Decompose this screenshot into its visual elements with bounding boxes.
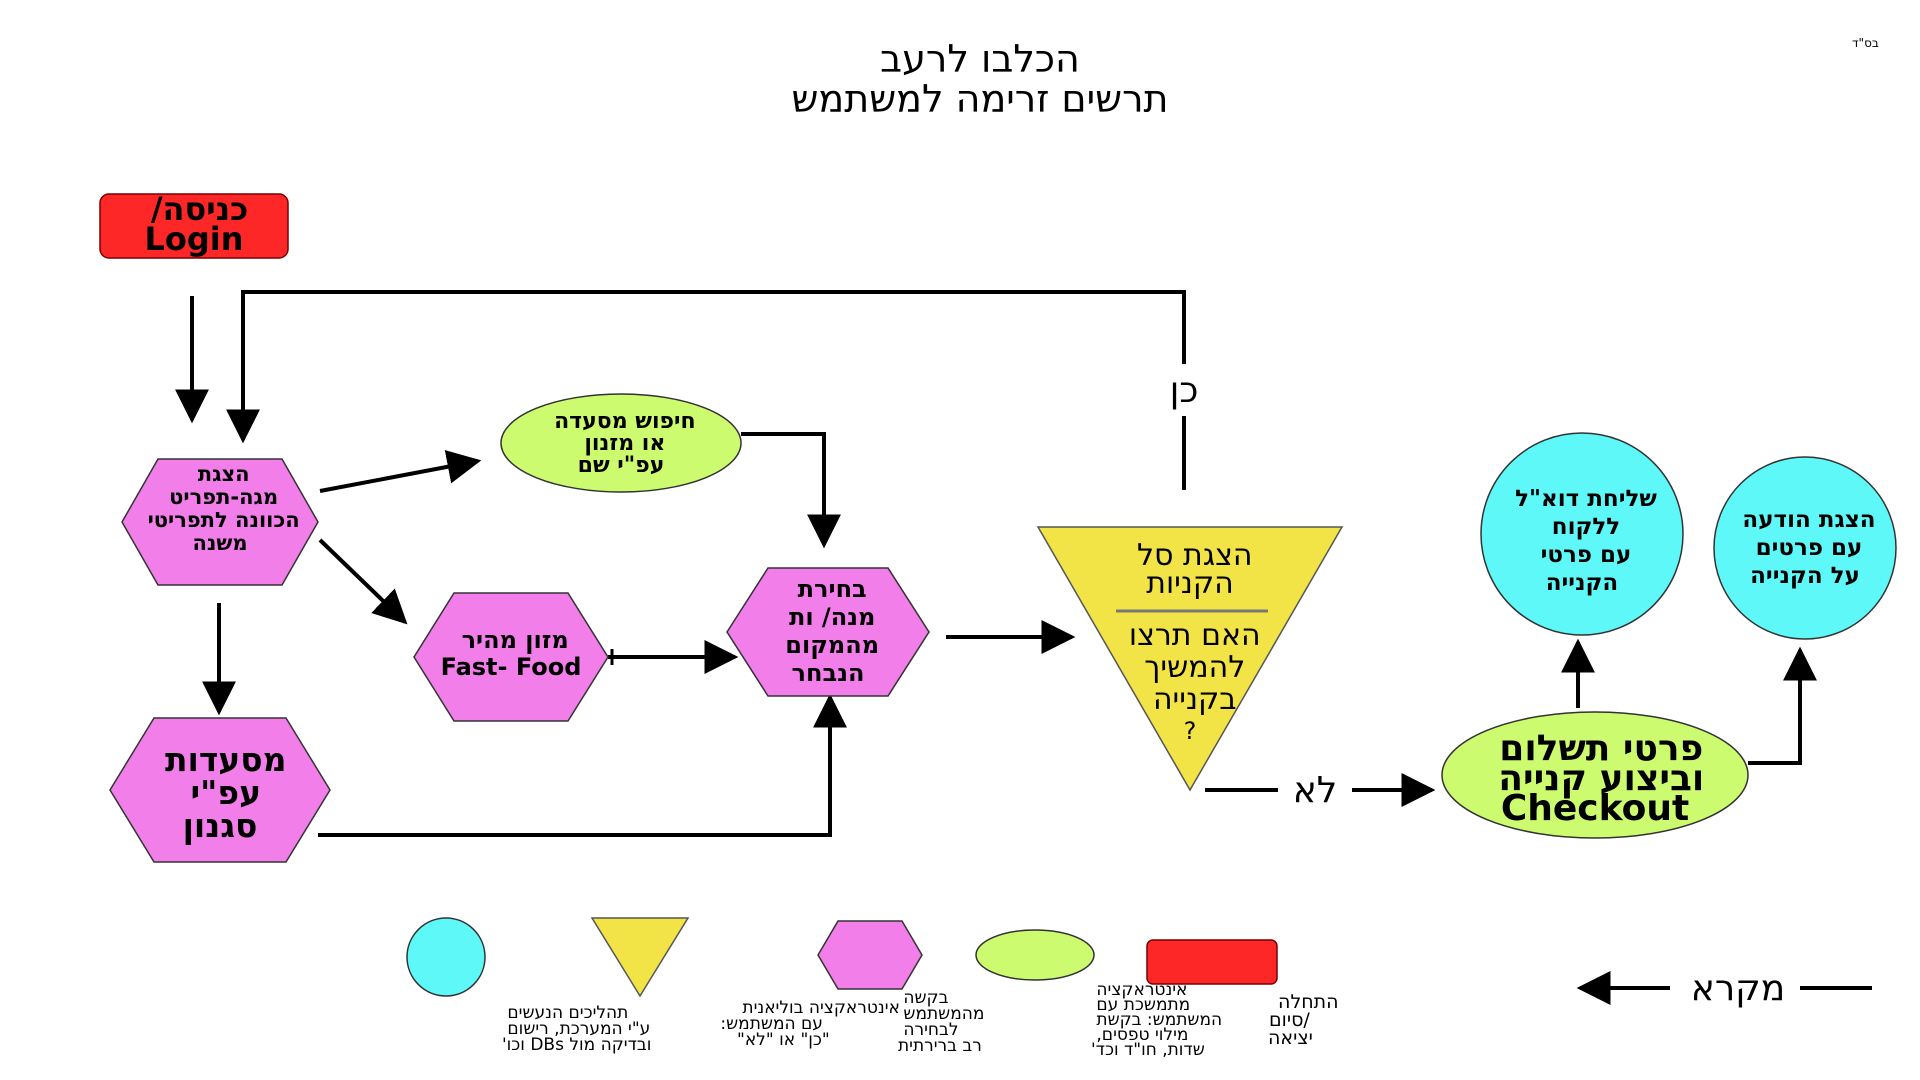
by-style-node[interactable]	[109, 717, 331, 863]
by-style-label-line: עפ"י	[190, 773, 261, 812]
choose-dish-label-line: מהמקום	[785, 631, 879, 659]
mega-menu-label: הצגת מגה-תפריט הכוונה לתפריטי משנה	[140, 462, 299, 555]
cart-question-line: ?	[1184, 717, 1197, 745]
search-label-line: עפ"י שם	[578, 453, 665, 478]
by-style-label-line: מסעדות	[165, 740, 287, 779]
legend-circle-line: ע"י המערכת, רישום	[507, 1019, 650, 1039]
legend-ellipse-line: אינטראקציה	[1096, 980, 1187, 1000]
legend-hexagon-line: לבחירה	[903, 1020, 958, 1040]
legend-triangle-line: אינטראקציה בוליאנית	[742, 998, 899, 1018]
checkout-label: פרטי תשלום וביצוע קנייה Checkout	[1486, 728, 1705, 829]
send-email-node[interactable]	[1480, 432, 1684, 636]
edge-search-to-dish	[741, 432, 841, 549]
mega-menu-node[interactable]	[121, 458, 319, 586]
legend-rect-text: התחלה /סיום יציאה	[1263, 991, 1339, 1049]
legend-ellipse-line: המשתמש: בקשת	[1096, 1010, 1222, 1030]
legend-hexagon-text: בקשה מהמשתמש לבחירה רב ברירתית	[898, 988, 984, 1056]
edge-style-to-dish	[318, 693, 847, 837]
legend-triangle-shape	[590, 917, 690, 998]
yes-label: כן	[1170, 370, 1199, 411]
cart-title-line: הקניות	[1146, 566, 1234, 601]
legend-hexagon-line: בקשה	[903, 988, 948, 1008]
send-email-label-line: שליחת דוא"ל	[1515, 486, 1657, 512]
by-style-label: מסעדות עפ"י סגנון	[153, 740, 286, 845]
cart-question-line: להמשיך	[1144, 650, 1245, 685]
search-label-line: או מזנון	[584, 431, 665, 456]
legend-triangle-text: אינטראקציה בוליאנית עם המשתמש: "כן" או "…	[715, 998, 900, 1050]
mega-menu-label-line: משנה	[192, 531, 247, 555]
diagram-title: הכלבו לרעב	[880, 37, 1080, 81]
legend-hexagon-shape	[817, 920, 923, 990]
show-message-label-line: עם פרטים	[1756, 535, 1863, 561]
show-message-node[interactable]	[1713, 456, 1897, 640]
cart-title-line: הצגת סל	[1137, 538, 1253, 573]
legend-ellipse-line: מתמשכת עם	[1096, 995, 1190, 1015]
legend-rect-shape	[1146, 939, 1278, 985]
corner-mark: בס"ד	[1852, 36, 1879, 50]
no-label: לא	[1293, 770, 1338, 811]
fast-food-node[interactable]	[413, 592, 609, 722]
legend-triangle-line: "כן" או "לא"	[737, 1030, 830, 1050]
choose-dish-label: בחירת מנה/ ות מהמקום הנבחר	[777, 575, 879, 687]
checkout-label-line: פרטי תשלום	[1499, 728, 1703, 769]
legend-rect-line: התחלה	[1278, 991, 1339, 1013]
cart-question-line: בקנייה	[1153, 682, 1237, 717]
legend-hexagon-line: רב ברירתית	[898, 1036, 982, 1056]
fast-food-label-line: Fast- Food	[441, 653, 582, 681]
diagram-subtitle: תרשים זרימה למשתמש	[792, 77, 1169, 121]
legend: מקרא תהליכים הנעשים ע"י המערכת, רישום וב…	[406, 917, 1785, 1060]
login-label: כניסה/ Login	[140, 190, 249, 258]
cart-question-line: האם תרצו	[1129, 618, 1261, 653]
choose-dish-label-line: בחירת	[798, 575, 867, 603]
send-email-label-line: עם פרטי	[1541, 542, 1632, 568]
legend-circle-shape	[406, 917, 486, 997]
mega-menu-label-line: הצגת	[198, 462, 250, 486]
send-email-label-line: הקנייה	[1546, 570, 1619, 596]
legend-circle-line: ובדיקה מול DBs וכו'	[502, 1035, 651, 1055]
send-email-label-line: ללקוח	[1552, 514, 1620, 540]
edge-menu-to-search	[319, 450, 482, 493]
cart-decision-node[interactable]	[1036, 526, 1344, 792]
by-style-label-line: סגנון	[183, 806, 258, 845]
show-message-label-line: על הקנייה	[1750, 563, 1860, 589]
cart-question-label: האם תרצו להמשיך בקנייה ?	[1119, 618, 1260, 745]
checkout-node[interactable]	[1441, 711, 1749, 839]
yes-label-bg	[1160, 364, 1208, 416]
checkout-label-line: Checkout	[1501, 788, 1689, 829]
choose-dish-label-line: הנבחר	[792, 659, 865, 687]
login-label-line: כניסה/	[151, 190, 248, 228]
search-label-line: חיפוש מסעדה	[554, 409, 696, 434]
legend-ellipse-text: אינטראקציה מתמשכת עם המשתמש: בקשת מילוי …	[1091, 980, 1222, 1060]
search-node[interactable]	[500, 393, 742, 493]
login-start-node[interactable]	[99, 193, 289, 259]
login-label-line: Login	[144, 220, 243, 258]
edge-checkout-to-message	[1748, 646, 1817, 765]
fast-food-label-line: מזון מהיר	[462, 626, 569, 654]
edge-menu-to-fastfood	[318, 538, 408, 625]
fast-food-label: מזון מהיר Fast- Food	[441, 626, 582, 681]
legend-ellipse-shape	[975, 929, 1095, 981]
legend-ellipse-line: שדות, חו"ד וכד'	[1091, 1040, 1205, 1060]
send-email-label: שליחת דוא"ל ללקוח עם פרטי הקנייה	[1507, 486, 1657, 596]
mega-menu-label-line: הכוונה לתפריטי	[148, 508, 300, 532]
choose-dish-label-line: מנה/ ות	[789, 603, 875, 631]
checkout-label-line: וביצוע קנייה	[1498, 758, 1704, 799]
search-label: חיפוש מסעדה או מזנון עפ"י שם	[546, 409, 695, 478]
legend-hexagon-line: מהמשתמש	[903, 1004, 984, 1024]
show-message-label-line: הצגת הודעה	[1742, 507, 1875, 533]
mega-menu-label-line: מגה-תפריט	[169, 485, 278, 509]
cart-title-label: הצגת סל הקניות	[1127, 538, 1252, 601]
legend-ellipse-line: מילוי טפסים,	[1096, 1025, 1188, 1045]
show-message-label: הצגת הודעה עם פרטים על הקנייה	[1734, 507, 1875, 589]
legend-triangle-line: עם המשתמש:	[720, 1014, 823, 1034]
legend-rect-line: /סיום	[1269, 1009, 1310, 1031]
choose-dish-node[interactable]	[726, 567, 930, 697]
legend-title: מקרא	[1691, 968, 1785, 1009]
legend-circle-text: תהליכים הנעשים ע"י המערכת, רישום ובדיקה …	[502, 1003, 651, 1055]
legend-rect-line: יציאה	[1268, 1027, 1313, 1049]
legend-circle-line: תהליכים הנעשים	[507, 1003, 628, 1023]
